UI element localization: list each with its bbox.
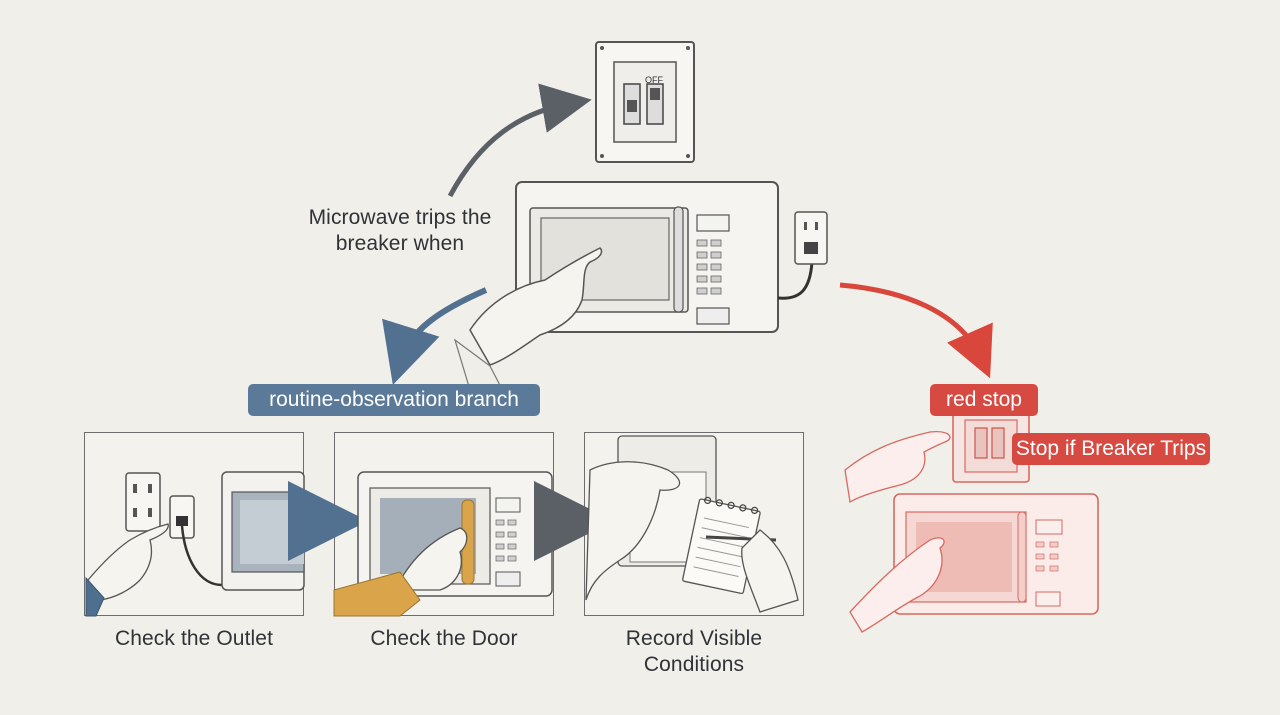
step-label-record-line2: Conditions xyxy=(643,653,745,676)
trigger-caption: Microwave trips the breaker when xyxy=(290,205,510,257)
arrow-to-routine-branch xyxy=(382,287,488,385)
trigger-caption-line2: breaker when xyxy=(335,232,465,255)
arrow-to-red-stop xyxy=(839,282,993,379)
arrow-to-breaker xyxy=(447,83,592,198)
trigger-caption-line1: Microwave trips the xyxy=(308,206,492,229)
wall-outlet-icon xyxy=(794,211,828,265)
red-stop-label: red stop xyxy=(930,384,1038,416)
step-label-door: Check the Door xyxy=(370,627,518,650)
breaker-off-label: OFF xyxy=(645,75,663,85)
routine-branch-label: routine-observation branch xyxy=(248,384,540,416)
step-panel-record xyxy=(584,432,804,616)
step-label-outlet: Check the Outlet xyxy=(114,627,273,650)
step-label-record: Record Visible Conditions xyxy=(584,626,804,678)
step-panel-outlet xyxy=(84,432,304,616)
red-stop-illustration xyxy=(844,409,1099,633)
stop-note-label: Stop if Breaker Trips xyxy=(1012,433,1210,465)
step-label-record-line1: Record Visible xyxy=(625,627,763,650)
step-panel-door xyxy=(334,432,554,616)
breaker-panel-icon xyxy=(595,41,695,163)
